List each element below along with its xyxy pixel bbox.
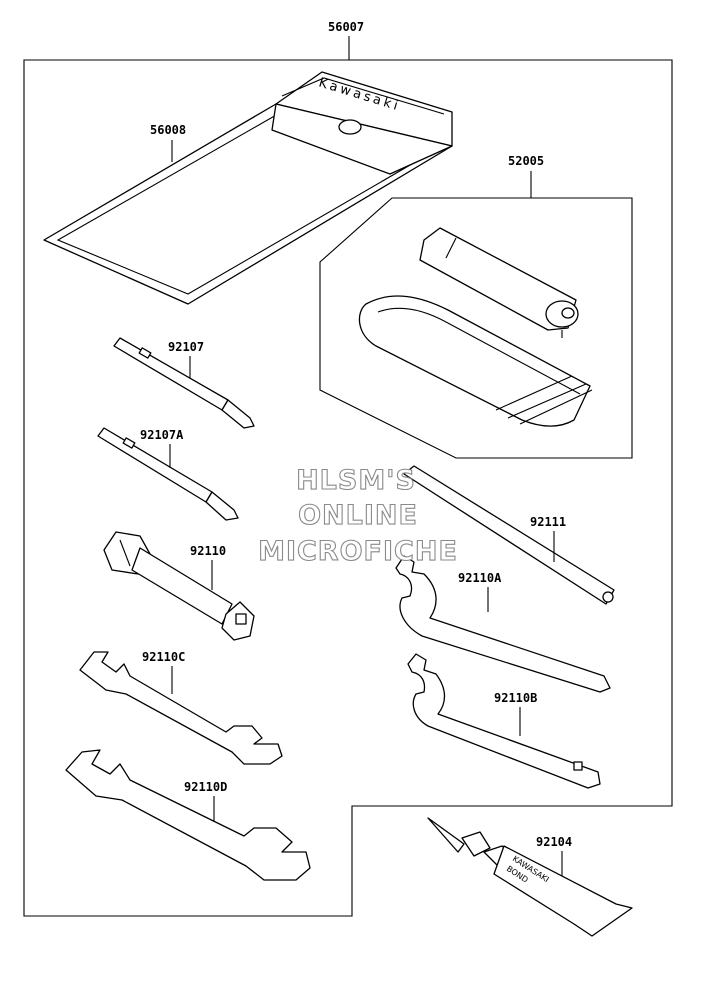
kit-outline: [23, 59, 673, 917]
label-92110D: 92110D: [184, 780, 227, 794]
watermark: HLSM'S ONLINE MICROFICHE: [258, 464, 458, 567]
label-56007: 56007: [328, 20, 364, 34]
label-92107: 92107: [168, 340, 204, 354]
tool-pouch-56008: Kawasaki: [43, 71, 453, 305]
watermark-line1: HLSM'S: [296, 465, 416, 496]
screwdriver-92107: [113, 337, 255, 429]
watermark-line2: ONLINE: [298, 500, 418, 531]
label-52005: 52005: [508, 154, 544, 168]
label-92111: 92111: [530, 515, 566, 529]
label-92110C: 92110C: [142, 650, 185, 664]
tire-pump-52005: [358, 227, 593, 427]
bond-tube-92104: KAWASAKI BOND: [427, 817, 633, 937]
label-92110: 92110: [190, 544, 226, 558]
pump-box: [319, 197, 633, 459]
screwdriver-92107A: [97, 427, 239, 521]
label-92104: 92104: [536, 835, 572, 849]
label-92110A: 92110A: [458, 571, 502, 585]
socket-wrench-92110: [103, 531, 255, 641]
label-92110B: 92110B: [494, 691, 537, 705]
label-56008: 56008: [150, 123, 186, 137]
watermark-line3: MICROFICHE: [258, 536, 458, 567]
label-92107A: 92107A: [140, 428, 184, 442]
hook-wrench-92110B: [407, 653, 601, 789]
hook-wrench-92110A: [395, 555, 611, 693]
bar-92111: [403, 465, 615, 605]
open-end-wrench-92110C: [79, 651, 283, 765]
open-end-wrench-92110D: [65, 749, 311, 881]
